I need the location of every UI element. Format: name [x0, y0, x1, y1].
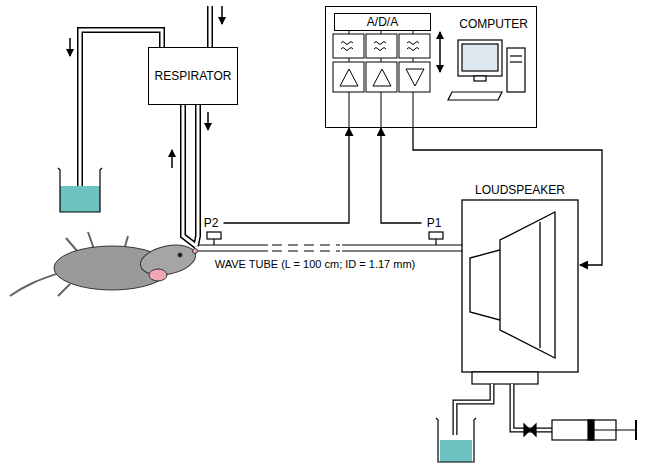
- pressure-transducers-part: [207, 232, 221, 239]
- computer-box: COMPUTER A/D/A: [325, 6, 537, 128]
- cell-links-part: [413, 92, 414, 128]
- syringe-assembly-part: [440, 440, 472, 462]
- flow-arrows-part: [207, 112, 209, 130]
- water-trap-beaker-part: [58, 168, 102, 212]
- transducer-label: P1: [422, 214, 447, 232]
- pressure-transducers-part: [429, 232, 443, 239]
- syringe-assembly-part: [588, 420, 594, 440]
- signal-line: [381, 128, 422, 223]
- loudspeaker-housing: [462, 200, 578, 372]
- transducer-label: P2: [199, 214, 224, 232]
- wave-tube-part: [198, 245, 462, 251]
- syringe-assembly-part: [594, 429, 636, 430]
- computer-icon-part: [510, 61, 522, 62]
- amplifier-symbols-part: [373, 69, 391, 86]
- respirator-tubing-part: [183, 105, 198, 246]
- respirator-box: RESPIRATOR: [148, 47, 238, 105]
- amplifier-symbols: [340, 69, 424, 86]
- pressure-transducers: [207, 232, 443, 245]
- computer-icon: [448, 40, 525, 100]
- signal-cells: [333, 34, 430, 92]
- syringe-assembly-part: [635, 420, 637, 440]
- signal-line: [224, 128, 350, 223]
- node-text: A/D/A: [367, 15, 398, 29]
- mouse-part: [138, 240, 199, 279]
- node-text: LOUDSPEAKER: [475, 183, 565, 197]
- signal-cells-part: [366, 34, 397, 58]
- computer-icon-part: [448, 92, 502, 100]
- amplifier-symbols-part: [406, 69, 424, 86]
- computer-icon-part: [458, 40, 502, 76]
- node-text: P2: [204, 216, 219, 230]
- computer-icon-part: [474, 76, 486, 81]
- respirator-tubing-part: [209, 6, 212, 47]
- cell-links-part: [349, 58, 350, 62]
- data-double-arrow: [439, 32, 441, 72]
- filter-symbols-part: [407, 42, 419, 51]
- flow-arrows-part: [69, 38, 71, 56]
- syringe-assembly: [436, 372, 636, 462]
- mouse-part: [10, 272, 62, 296]
- signal-line: [413, 128, 602, 265]
- mouse-part: [178, 253, 182, 257]
- mouse-part: [149, 269, 167, 281]
- loudspeaker-housing-part: [500, 222, 540, 348]
- node-text: RESPIRATOR: [155, 69, 232, 83]
- mouse-part: [193, 249, 198, 254]
- filter-symbols-part: [341, 42, 353, 51]
- wave-tube-part: [272, 245, 340, 251]
- converter-box: A/D/A: [334, 13, 431, 31]
- signal-cells-part: [399, 34, 430, 58]
- respirator-tubing-part: [183, 105, 198, 246]
- syringe-assembly-part: [512, 384, 552, 430]
- amplifier-symbols-part: [340, 69, 358, 86]
- loudspeaker-unit: LOUDSPEAKER: [460, 180, 580, 375]
- syringe-assembly-part: [524, 424, 536, 436]
- signal-cells-part: [399, 62, 430, 92]
- syringe-assembly-part: [472, 372, 538, 384]
- dimension-label: WAVE TUBE (L = 100 cm; ID = 1.17 mm): [213, 258, 418, 271]
- loudspeaker-housing-part: [462, 200, 578, 372]
- cell-links-part: [413, 58, 414, 62]
- loudspeaker-housing-part: [470, 212, 555, 358]
- cell-links-part: [381, 58, 382, 62]
- signal-cells-part: [333, 34, 364, 58]
- cell-links: [349, 28, 413, 128]
- computer-icon-part: [462, 44, 498, 71]
- flow-arrows-part: [171, 150, 173, 168]
- syringe-assembly-part: [436, 418, 476, 462]
- filter-symbols: [341, 42, 419, 51]
- syringe-assembly-part: [512, 384, 552, 430]
- filter-symbols-part: [374, 42, 386, 51]
- cell-links-part: [381, 92, 382, 128]
- respirator-tubing-part: [207, 6, 213, 47]
- computer-icon-part: [507, 48, 525, 92]
- signal-cells-part: [333, 62, 364, 92]
- water-trap-beaker: [58, 168, 102, 212]
- node-text: COMPUTER: [459, 17, 528, 31]
- wave-tube: [198, 245, 462, 251]
- computer-icon-part: [510, 55, 522, 56]
- flow-arrows-part: [221, 6, 223, 24]
- mouse: [10, 232, 198, 296]
- water-trap-beaker-part: [60, 186, 100, 212]
- signal-cells-part: [366, 62, 397, 92]
- node-text: P1: [427, 216, 442, 230]
- cell-links-part: [349, 92, 350, 128]
